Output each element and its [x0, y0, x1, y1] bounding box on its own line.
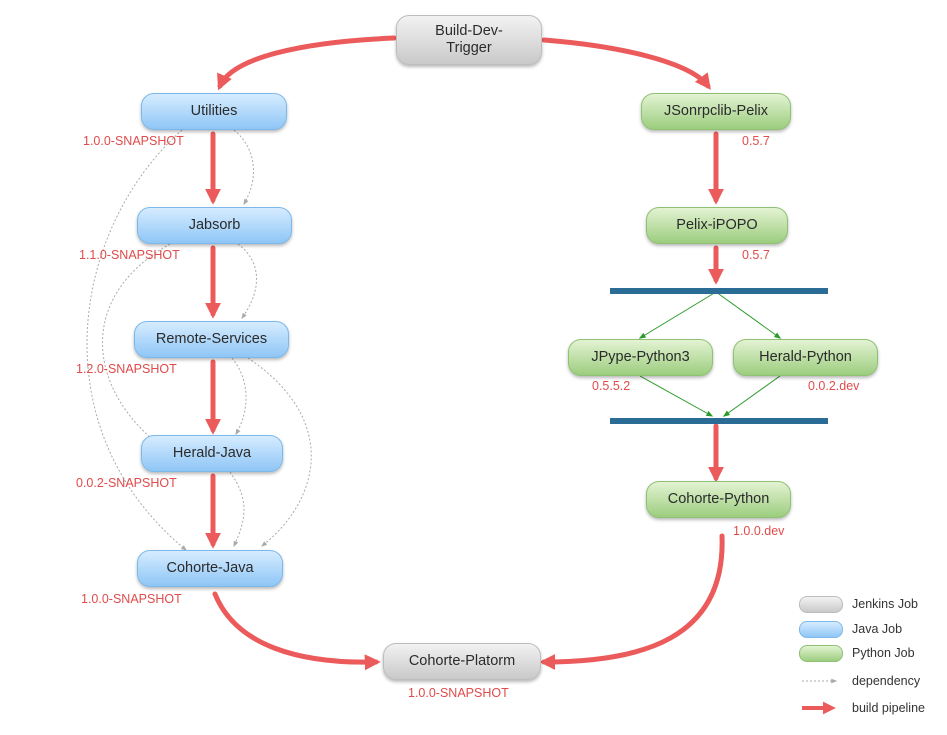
version-jsonrpclib-pelix: 0.5.7 [742, 134, 770, 148]
version-jabsorb: 1.1.0-SNAPSHOT [79, 248, 180, 262]
legend-jenkins-label: Jenkins Job [852, 597, 919, 611]
fork-bar [610, 288, 828, 294]
node-cohorte-python: Cohorte-Python [646, 481, 791, 518]
fork-to-jpype [638, 291, 717, 339]
version-jpype-python3: 0.5.5.2 [592, 379, 631, 393]
dep-jabsorb-herald [102, 243, 174, 455]
node-jabsorb: Jabsorb [137, 207, 292, 244]
legend-pipeline-label: build pipeline [852, 701, 925, 715]
pipe-cohorte-java-platform [212, 591, 381, 671]
legend-python-label: Python Job [852, 646, 915, 660]
dep-herald-cohorte-java [229, 471, 245, 548]
node-utilities: Utilities [141, 93, 287, 130]
fork-to-herald-python [715, 291, 782, 339]
legend-jenkins-swatch [799, 596, 843, 613]
node-herald-java: Herald-Java [141, 435, 283, 472]
version-utilities: 1.0.0-SNAPSHOT [83, 134, 184, 148]
legend-python-swatch [799, 645, 843, 662]
dep-jabsorb-remote [237, 243, 257, 319]
version-herald-java: 0.0.2-SNAPSHOT [76, 476, 177, 490]
version-remote-services: 1.2.0-SNAPSHOT [76, 362, 177, 376]
pipe-trigger-utilities [217, 35, 397, 91]
dep-remote-herald [231, 357, 247, 436]
node-build-dev-trigger: Build-Dev- Trigger [396, 15, 542, 65]
dep-utilities-cohorte-java [86, 129, 187, 551]
version-cohorte-platform: 1.0.0-SNAPSHOT [408, 686, 509, 700]
join-from-herald-python [722, 375, 781, 417]
node-jsonrpclib-pelix: JSonrpclib-Pelix [641, 93, 791, 130]
join-from-jpype [639, 375, 714, 417]
node-cohorte-platform: Cohorte-Platorm [383, 643, 541, 680]
version-pelix-ipopo: 0.5.7 [742, 248, 770, 262]
legend-dependency-label: dependency [852, 674, 921, 688]
node-pelix-ipopo: Pelix-iPOPO [646, 207, 788, 244]
node-cohorte-java: Cohorte-Java [137, 550, 283, 587]
version-cohorte-python: 1.0.0.dev [733, 524, 785, 538]
join-bar [610, 418, 828, 424]
version-cohorte-java: 1.0.0-SNAPSHOT [81, 592, 182, 606]
node-herald-python: Herald-Python [733, 339, 878, 376]
legend-java-label: Java Job [852, 622, 903, 636]
node-jpype-python3: JPype-Python3 [568, 339, 713, 376]
pipe-trigger-jsonrpclib [541, 37, 711, 90]
node-remote-services: Remote-Services [134, 321, 289, 358]
version-herald-python: 0.0.2.dev [808, 379, 860, 393]
legend-java-swatch [799, 621, 843, 638]
pipe-cohorte-python-platform [539, 533, 725, 670]
dep-utilities-jabsorb [233, 129, 254, 206]
